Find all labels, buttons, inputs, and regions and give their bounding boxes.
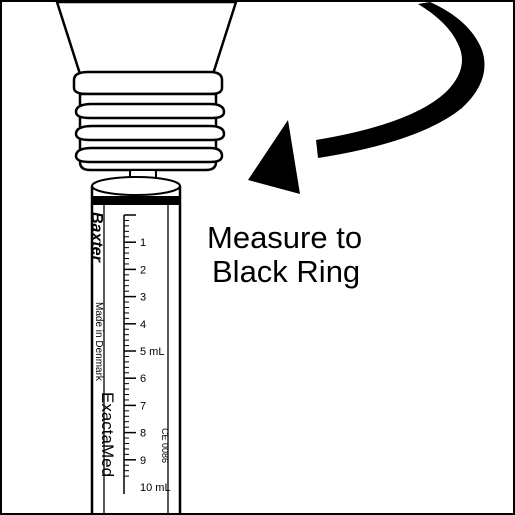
- scale-label: 7: [140, 400, 146, 412]
- black-ring: [92, 196, 180, 205]
- scale-label: 5 mL: [140, 346, 164, 358]
- scale-label: 6: [140, 373, 146, 385]
- curved-arrow-icon: [248, 2, 485, 194]
- brand-label: Baxter: [88, 212, 105, 263]
- scale-labels: 1 2 3 4 5 mL 6 7 8 9 10 mL: [140, 237, 171, 494]
- ce-mark-label: CE 0086: [160, 428, 170, 463]
- syringe-collar: [91, 176, 181, 196]
- scale-label: 9: [140, 455, 146, 467]
- scale-label: 1: [140, 237, 146, 249]
- scale-label: 4: [140, 319, 146, 331]
- scale-ticks: [124, 214, 136, 477]
- scale-label: 2: [140, 264, 146, 276]
- scale-label: 3: [140, 292, 146, 304]
- made-in-label: Made in Denmark: [93, 302, 104, 382]
- scale-label: 10 mL: [140, 482, 171, 494]
- scale-label: 8: [140, 428, 146, 440]
- bottle-icon: [55, 0, 238, 172]
- caption-line-1: Measure to: [207, 220, 362, 255]
- syringe-barrel: [90, 186, 182, 515]
- oral-syringe-icon: 1 2 3 4 5 mL 6 7 8 9 10 mL Baxter Made in Denmark…: [88, 169, 182, 515]
- plunger-outline: [103, 205, 169, 515]
- caption-line-2: Black Ring: [212, 254, 360, 289]
- product-label: ExactaMed: [98, 392, 117, 477]
